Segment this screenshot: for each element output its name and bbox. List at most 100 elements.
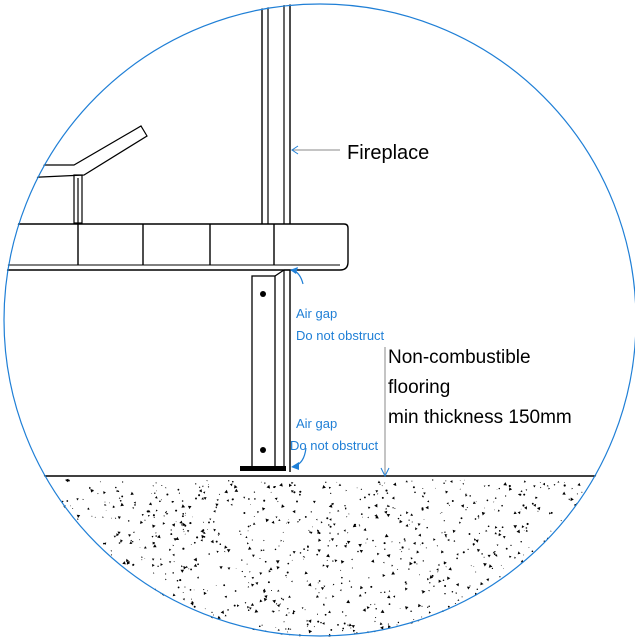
concrete-speckle	[137, 581, 139, 583]
concrete-speckle	[181, 515, 184, 518]
concrete-speckle	[591, 628, 594, 630]
concrete-speckle	[4, 619, 7, 621]
concrete-speckle	[431, 574, 434, 577]
concrete-speckle	[254, 609, 259, 613]
concrete-speckle	[563, 587, 567, 591]
concrete-speckle	[56, 544, 60, 548]
concrete-speckle	[83, 589, 87, 594]
concrete-speckle	[536, 580, 540, 584]
concrete-speckle	[613, 561, 615, 563]
concrete-speckle	[458, 620, 460, 622]
concrete-speckle	[456, 557, 458, 560]
concrete-speckle	[368, 577, 370, 579]
concrete-speckle	[350, 586, 353, 588]
concrete-speckle	[553, 484, 556, 486]
concrete-speckle	[397, 621, 400, 624]
concrete-speckle	[477, 514, 480, 518]
concrete-speckle	[296, 500, 298, 503]
concrete-speckle	[287, 627, 290, 630]
concrete-speckle	[417, 523, 421, 526]
concrete-speckle	[524, 597, 526, 599]
concrete-speckle	[494, 550, 496, 553]
concrete-speckle	[125, 558, 129, 562]
concrete-speckle	[614, 531, 616, 533]
concrete-speckle	[563, 577, 566, 579]
concrete-speckle	[360, 585, 364, 590]
concrete-speckle	[530, 616, 532, 618]
concrete-speckle	[22, 623, 26, 627]
concrete-speckle	[237, 604, 240, 607]
concrete-speckle	[594, 591, 597, 593]
concrete-speckle	[619, 596, 622, 599]
concrete-speckle	[338, 483, 342, 486]
concrete-speckle	[175, 536, 180, 540]
concrete-speckle	[501, 614, 504, 616]
concrete-speckle	[74, 616, 78, 620]
concrete-speckle	[629, 487, 632, 490]
concrete-speckle	[128, 561, 130, 563]
concrete-speckle	[3, 548, 6, 552]
concrete-speckle	[483, 556, 485, 558]
concrete-speckle	[156, 490, 157, 492]
concrete-speckle	[597, 504, 598, 506]
concrete-speckle	[188, 610, 192, 614]
concrete-speckle	[561, 564, 564, 567]
concrete-speckle	[175, 521, 177, 523]
concrete-speckle	[375, 490, 379, 493]
concrete-speckle	[201, 485, 204, 488]
concrete-speckle	[270, 589, 273, 592]
concrete-speckle	[611, 592, 615, 596]
concrete-speckle	[597, 594, 601, 599]
concrete-speckle	[333, 523, 336, 526]
concrete-speckle	[214, 620, 217, 623]
concrete-speckle	[409, 561, 413, 566]
concrete-speckle	[66, 543, 69, 546]
concrete-speckle	[29, 591, 32, 594]
concrete-speckle	[100, 597, 103, 600]
concrete-speckle	[615, 611, 618, 614]
concrete-speckle	[265, 518, 270, 523]
concrete-speckle	[546, 484, 549, 487]
concrete-speckle	[152, 485, 154, 487]
concrete-speckle	[614, 616, 617, 618]
concrete-speckle	[576, 493, 578, 495]
concrete-speckle	[175, 613, 177, 615]
concrete-speckle	[330, 628, 333, 631]
concrete-speckle	[206, 480, 208, 482]
concrete-speckle	[33, 602, 35, 605]
concrete-speckle	[247, 606, 250, 609]
concrete-speckle	[263, 597, 268, 602]
concrete-speckle	[391, 496, 395, 500]
concrete-speckle	[45, 504, 48, 507]
concrete-speckle	[452, 529, 456, 533]
concrete-speckle	[26, 519, 28, 521]
concrete-speckle	[91, 515, 93, 517]
concrete-speckle	[336, 532, 339, 535]
concrete-speckle	[579, 634, 582, 637]
concrete-speckle	[462, 483, 464, 485]
concrete-speckle	[6, 574, 8, 577]
concrete-speckle	[181, 504, 186, 508]
concrete-speckle	[498, 605, 501, 608]
concrete-speckle	[587, 549, 589, 551]
concrete-speckle	[603, 530, 606, 532]
concrete-speckle	[388, 603, 391, 605]
concrete-speckle	[404, 539, 406, 542]
concrete-speckle	[213, 510, 216, 513]
concrete-speckle	[445, 566, 447, 568]
concrete-speckle	[579, 543, 582, 546]
concrete-speckle	[3, 565, 5, 567]
concrete-speckle	[46, 512, 49, 515]
concrete-speckle	[287, 562, 290, 565]
concrete-speckle	[245, 536, 248, 539]
concrete-speckle	[349, 580, 351, 582]
concrete-speckle	[288, 612, 290, 614]
concrete-speckle	[229, 627, 232, 630]
concrete-speckle	[500, 598, 503, 601]
concrete-speckle	[437, 633, 440, 635]
concrete-speckle	[53, 539, 56, 542]
concrete-speckle	[423, 496, 425, 498]
concrete-speckle	[579, 622, 582, 624]
concrete-speckle	[173, 538, 177, 541]
concrete-speckle	[483, 563, 487, 567]
